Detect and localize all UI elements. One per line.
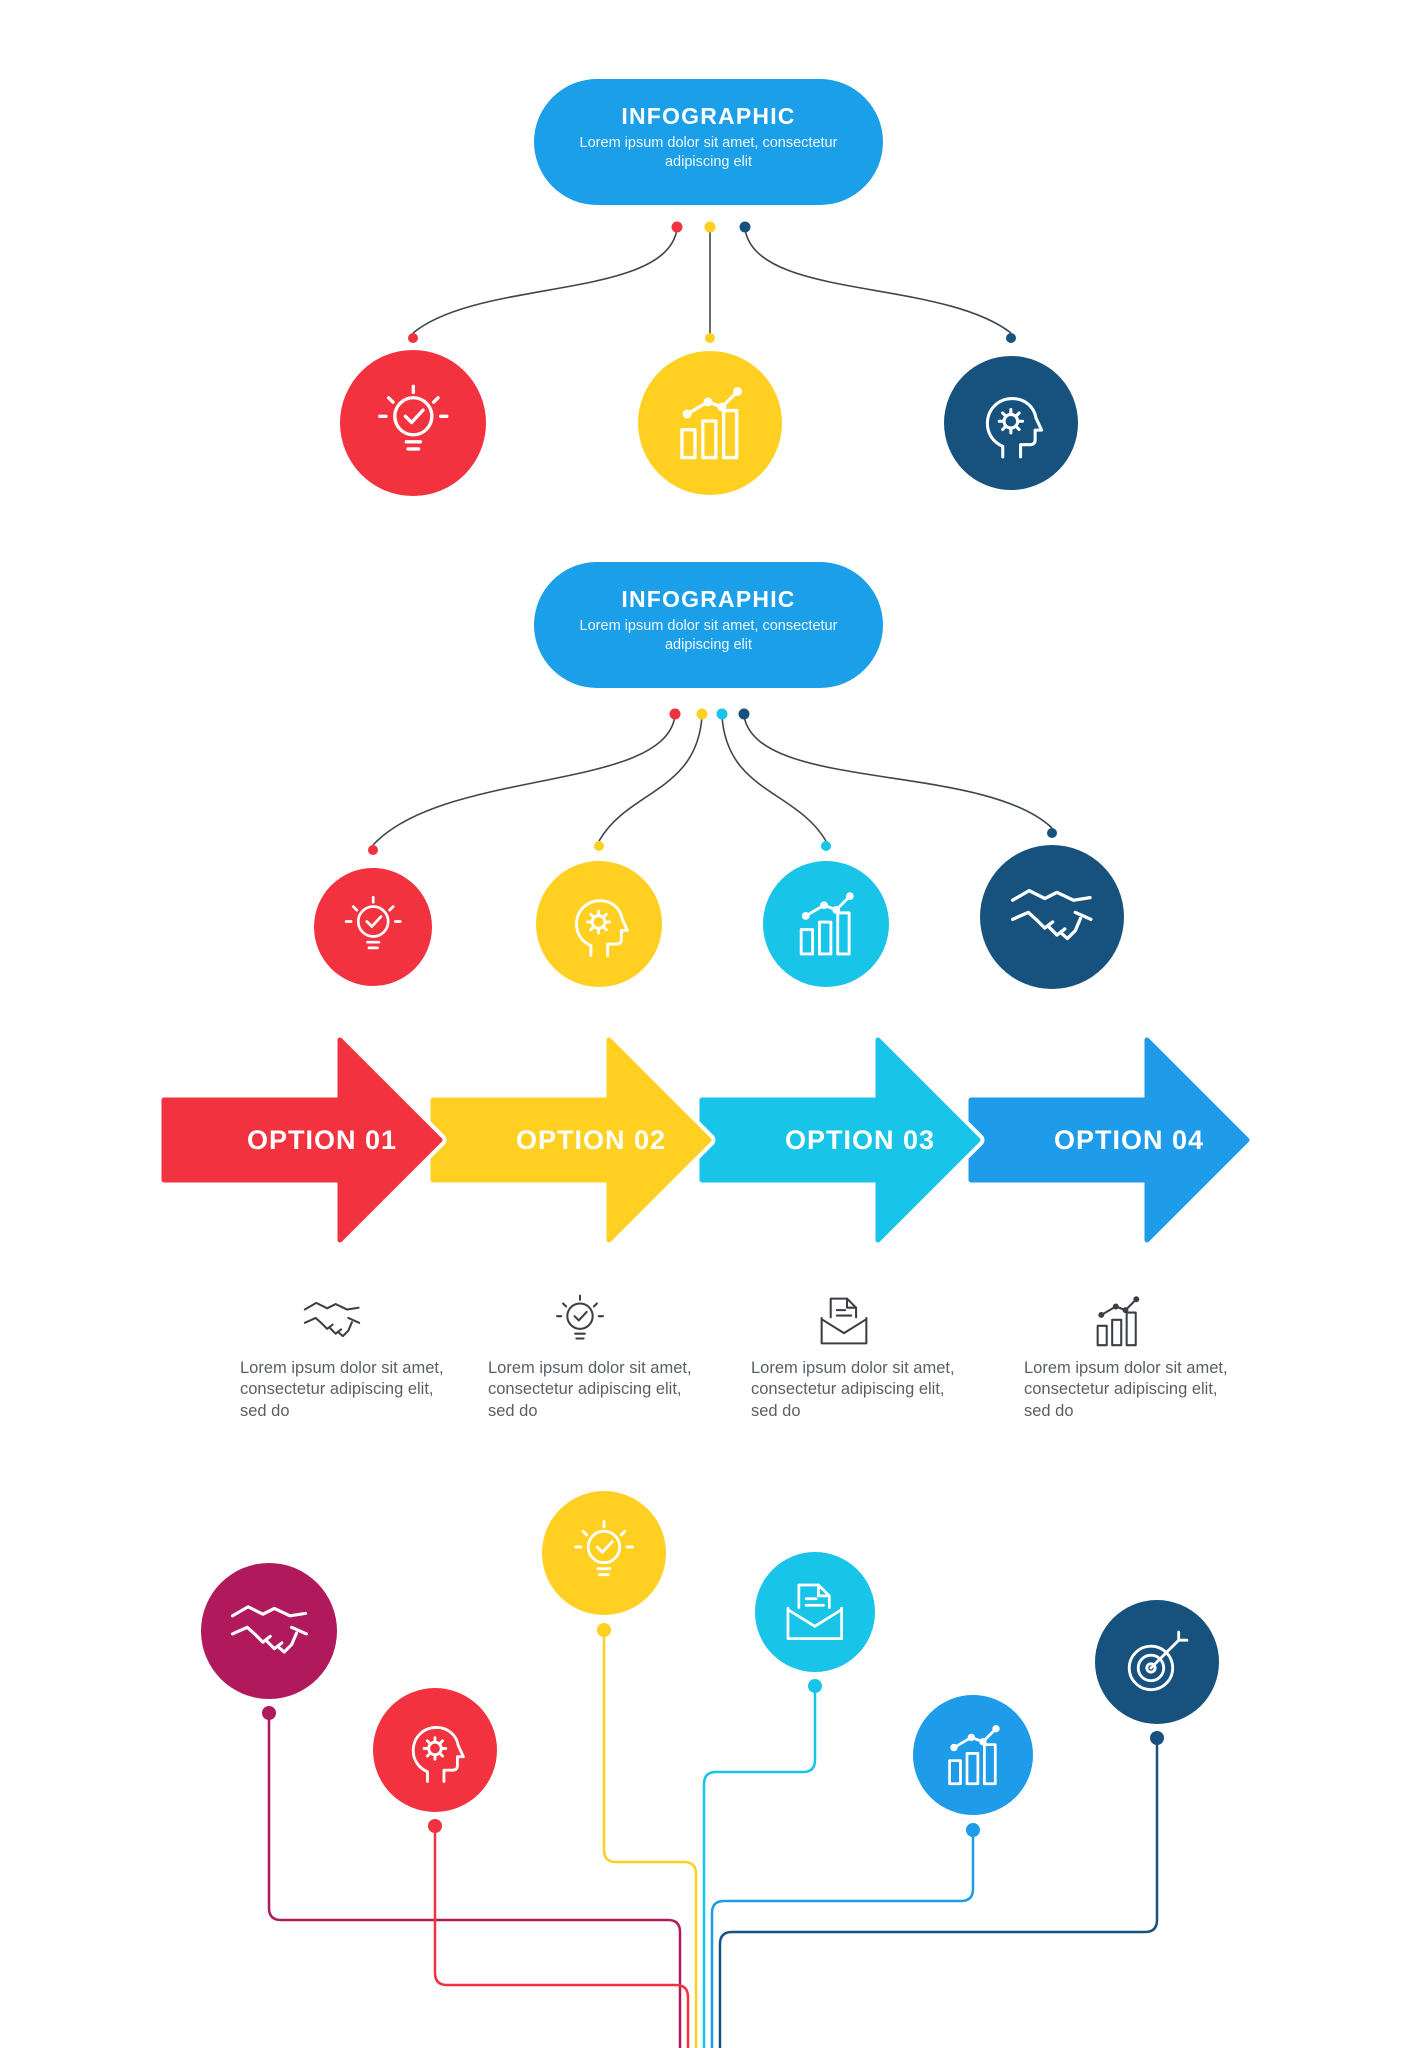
timeline-connectors [262,1623,1164,2048]
connector-dot [966,1823,980,1837]
lightbulb-check-icon [568,1517,640,1589]
arrow-shape [430,1037,712,1243]
diagram1-title: INFOGRAPHIC [621,103,796,129]
option3-arrow [695,1037,985,1243]
connector-dot [597,1623,611,1637]
arrow-shape [699,1037,981,1243]
lightbulb-check-icon [551,1292,609,1350]
arrow-shape [161,1037,443,1243]
diagram2-title: INFOGRAPHIC [621,586,796,612]
options-arrows [157,1037,1254,1243]
diagram1-connectors [408,221,1016,343]
diagram1-node-thinking [944,356,1078,490]
connector-curve [744,228,1012,334]
timeline-node-target [1095,1600,1219,1724]
connector-dot [716,708,728,720]
diagram2-header: INFOGRAPHIC Lorem ipsum dolor sit amet, … [534,562,883,688]
connector-dot [696,708,708,720]
bar-chart-icon [1088,1292,1146,1350]
option3-description: Lorem ipsum dolor sit amet, consectetur … [751,1359,955,1420]
timeline-node-partnership [201,1563,337,1699]
diagram2-node-thinking [536,861,662,987]
connector-curve [372,715,676,846]
connector-dot [1150,1731,1164,1745]
option2-label: OPTION 02 [515,1125,667,1155]
connector-dot [821,841,831,851]
connector-curve [412,228,678,334]
handshake-icon [1010,875,1094,959]
handshake-icon [230,1592,309,1671]
arrow-shape [968,1037,1250,1243]
bar-chart-icon [668,381,752,465]
bar-chart-icon [789,887,862,960]
connector-dot [428,1819,442,1833]
timeline-line [602,1630,698,2048]
connector-curve [721,715,827,842]
head-gear-icon [399,1714,471,1786]
option4-description: Lorem ipsum dolor sit amet, consectetur … [1024,1359,1228,1420]
lightbulb-check-icon [339,893,407,961]
envelope-letter-icon [815,1292,873,1350]
timeline-line [702,1686,817,2048]
envelope-letter-icon [780,1577,850,1647]
timeline-line [718,1738,1159,2048]
connector-dot [594,841,604,851]
connector-dot [808,1679,822,1693]
connector-dot [408,333,418,343]
diagram1-node-idea [340,350,486,496]
connector-dot [1047,828,1057,838]
diagram2-connectors [368,708,1057,855]
option2-arrow [426,1037,716,1243]
connector-dot [704,221,716,233]
diagram2-subtitle: Lorem ipsum dolor sit amet, consectetur … [579,618,838,654]
head-gear-icon [972,384,1050,462]
bar-chart-icon [938,1720,1008,1790]
timeline-line [267,1713,682,2048]
diagram2-node-partnership [980,845,1124,989]
option1-description: Lorem ipsum dolor sit amet, consectetur … [240,1359,444,1420]
connector-dot [262,1706,276,1720]
connector-curve [598,715,703,842]
lightbulb-check-icon [371,381,456,466]
timeline-node-idea [542,1491,666,1615]
diagram1-node-analytics [638,351,782,495]
timeline-node-thinking [373,1688,497,1812]
timeline-node-mail [755,1552,875,1672]
diagram2-node-idea [314,868,432,986]
diagram1-subtitle: Lorem ipsum dolor sit amet, consectetur … [579,135,838,171]
connector-dot [368,845,378,855]
diagram1-header: INFOGRAPHIC Lorem ipsum dolor sit amet, … [534,79,883,205]
option2-description: Lorem ipsum dolor sit amet, consectetur … [488,1359,692,1420]
timeline-node-analytics [913,1695,1033,1815]
connector-curve [743,715,1053,829]
handshake-icon [303,1292,361,1350]
connector-dot [1006,333,1016,343]
option4-arrow [964,1037,1254,1243]
option1-label: OPTION 01 [246,1125,398,1155]
connector-dot [705,333,715,343]
connector-dot [669,708,681,720]
head-gear-icon [562,887,635,960]
connector-dot [671,221,683,233]
connector-dot [738,708,750,720]
diagram2-node-analytics [763,861,889,987]
option4-label: OPTION 04 [1053,1125,1205,1155]
target-icon [1121,1626,1193,1698]
timeline-line [433,1826,690,2048]
timeline-line [710,1830,975,2048]
option1-arrow [157,1037,447,1243]
connector-dot [739,221,751,233]
option3-label: OPTION 03 [784,1125,936,1155]
